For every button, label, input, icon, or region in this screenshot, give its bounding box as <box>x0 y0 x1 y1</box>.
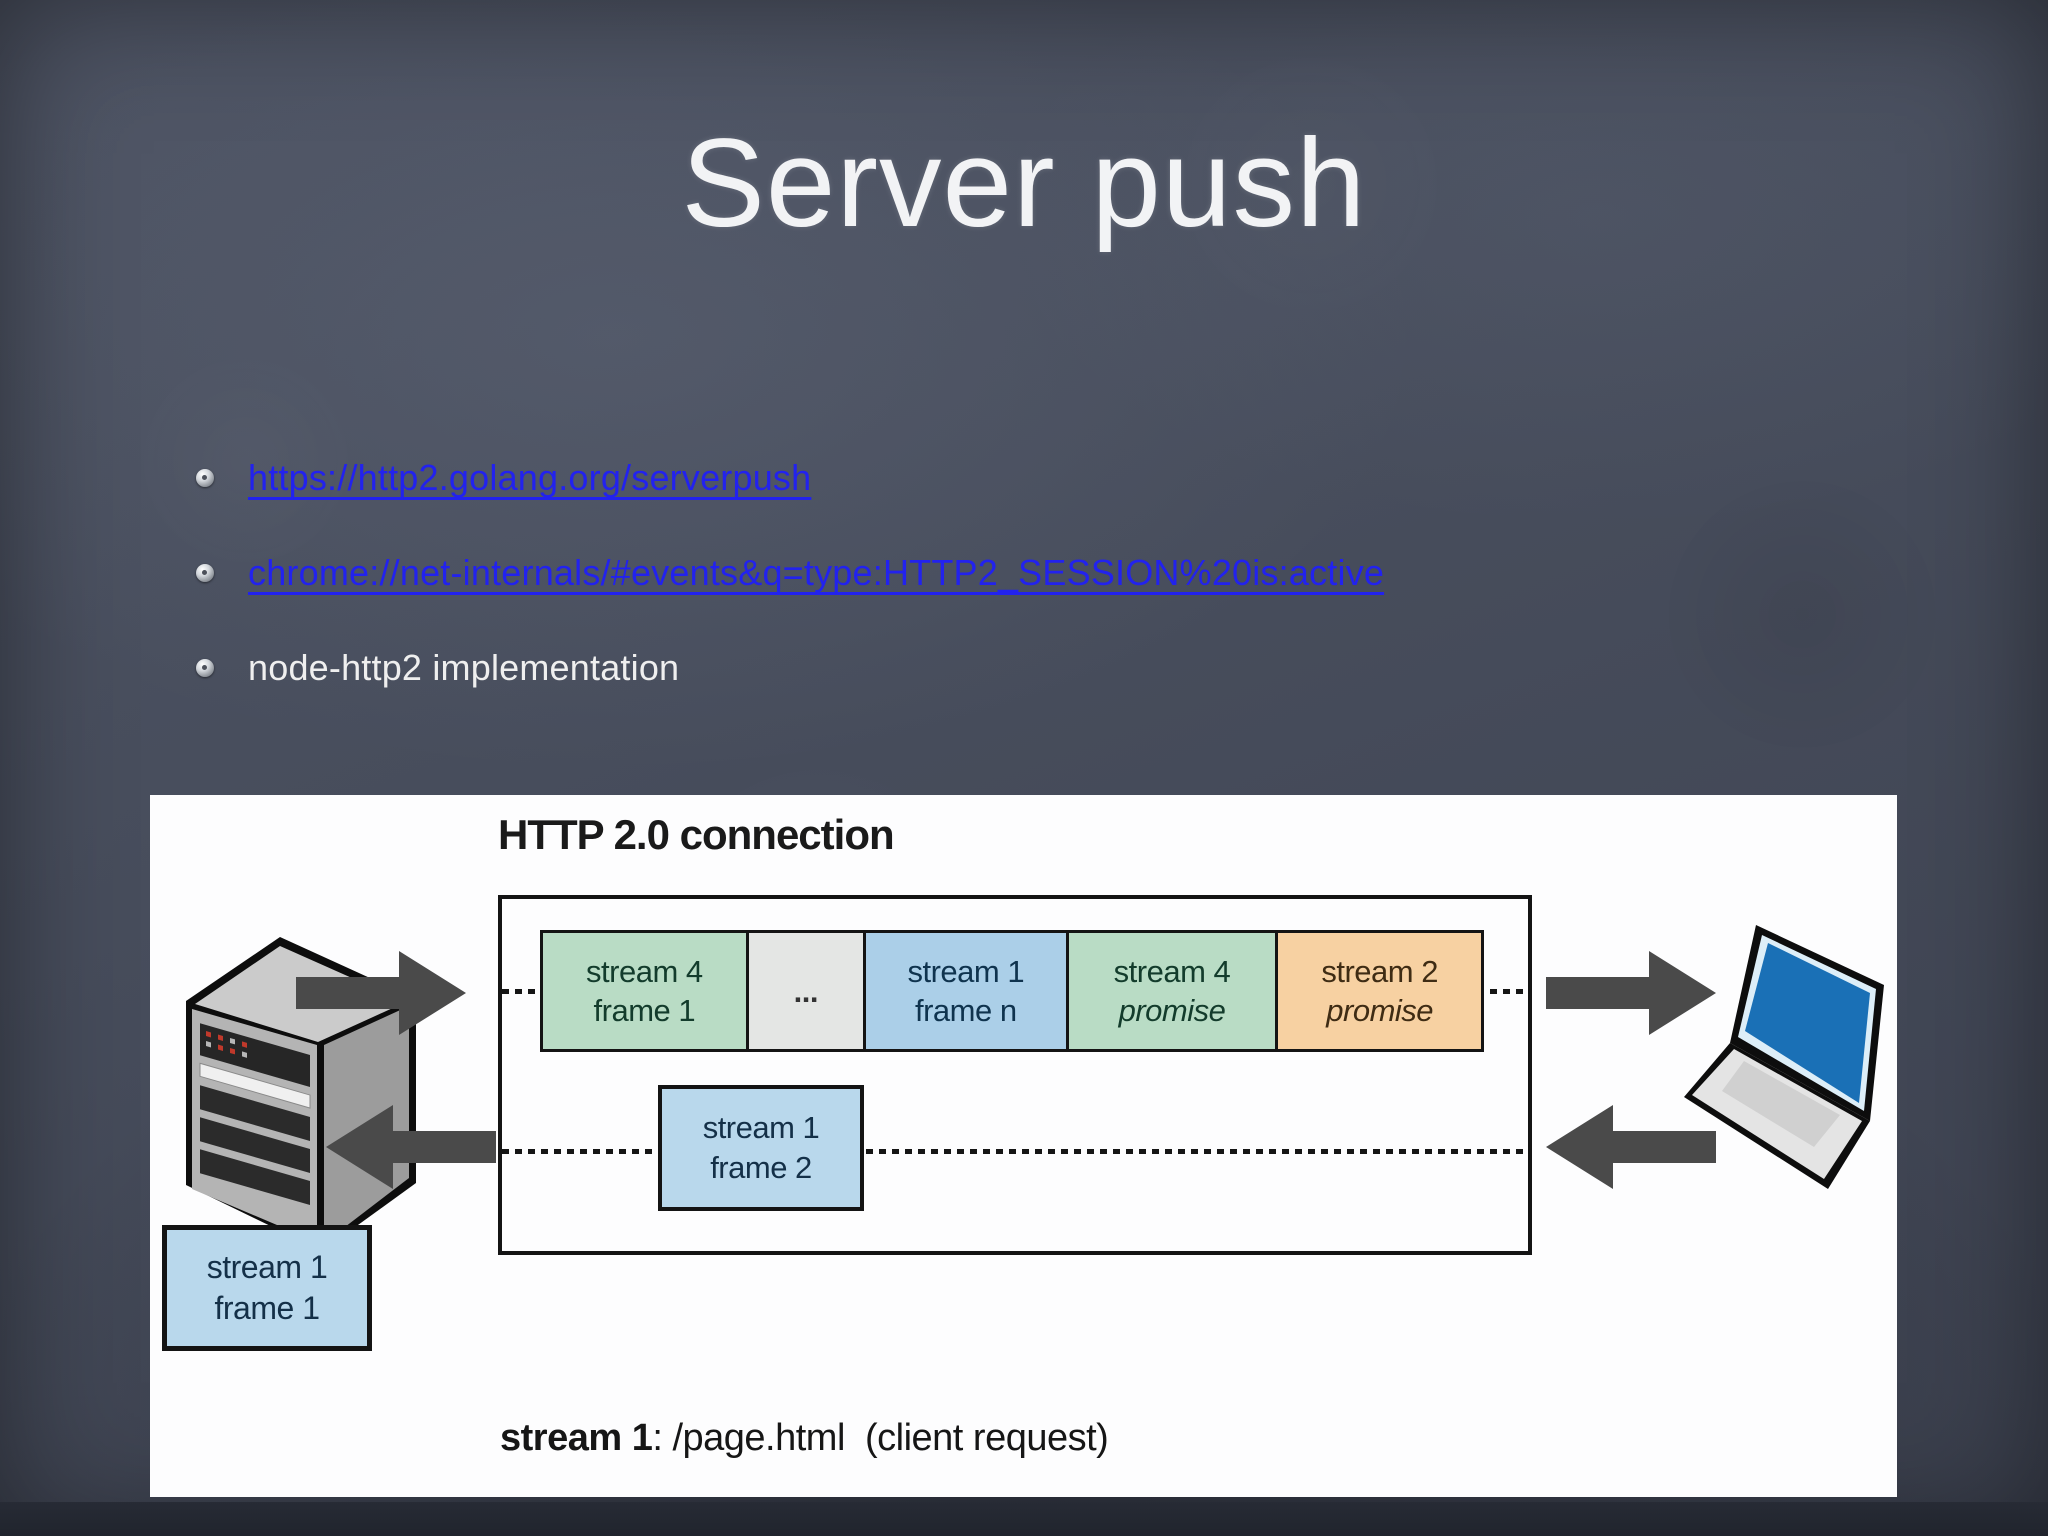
connection-frame: stream 4 frame 1 ... stream 1 frame n st… <box>498 895 1532 1255</box>
sphere-bullet-icon <box>196 564 214 582</box>
request-frame-box: stream 1 frame 1 <box>162 1225 372 1351</box>
stream-promise-box: stream 2 promise <box>1275 930 1484 1052</box>
slide-title: Server push <box>681 114 1367 253</box>
bullet-item: https://http2.golang.org/serverpush <box>196 452 811 504</box>
server-icon <box>182 935 420 1253</box>
arrow-left-icon <box>326 1105 496 1189</box>
arrow-left-icon <box>1546 1105 1716 1189</box>
dotted-line <box>502 1149 1528 1154</box>
legend: stream 1: /page.html (client request) st… <box>500 1293 1109 1536</box>
arrow-right-icon <box>296 951 466 1035</box>
stream-frame-box: stream 1 frame n <box>862 930 1069 1052</box>
response-frame-box: stream 1 frame 2 <box>658 1085 864 1211</box>
legend-line: stream 1: /page.html (client request) <box>500 1417 1109 1459</box>
sphere-bullet-icon <box>196 659 214 677</box>
link-chrome-net-internals[interactable]: chrome://net-internals/#events&q=type:HT… <box>248 552 1385 593</box>
stream-frames-row: stream 4 frame 1 ... stream 1 frame n st… <box>540 930 1484 1052</box>
stream-promise-box: stream 4 promise <box>1065 930 1279 1052</box>
bullet-item: node-http2 implementation <box>196 642 679 694</box>
arrow-right-icon <box>1546 951 1716 1035</box>
bullet-node-http2: node-http2 implementation <box>248 647 680 688</box>
diagram-panel: HTTP 2.0 connection <box>150 795 1897 1497</box>
link-golang-serverpush[interactable]: https://http2.golang.org/serverpush <box>248 457 812 498</box>
stream-frame-box: stream 4 frame 1 <box>540 930 749 1052</box>
laptop-icon <box>1678 921 1893 1231</box>
ellipsis-box: ... <box>745 930 866 1052</box>
bullet-item: chrome://net-internals/#events&q=type:HT… <box>196 547 1384 599</box>
diagram-title: HTTP 2.0 connection <box>498 811 895 858</box>
sphere-bullet-icon <box>196 469 214 487</box>
bottom-strip <box>0 1502 2048 1536</box>
